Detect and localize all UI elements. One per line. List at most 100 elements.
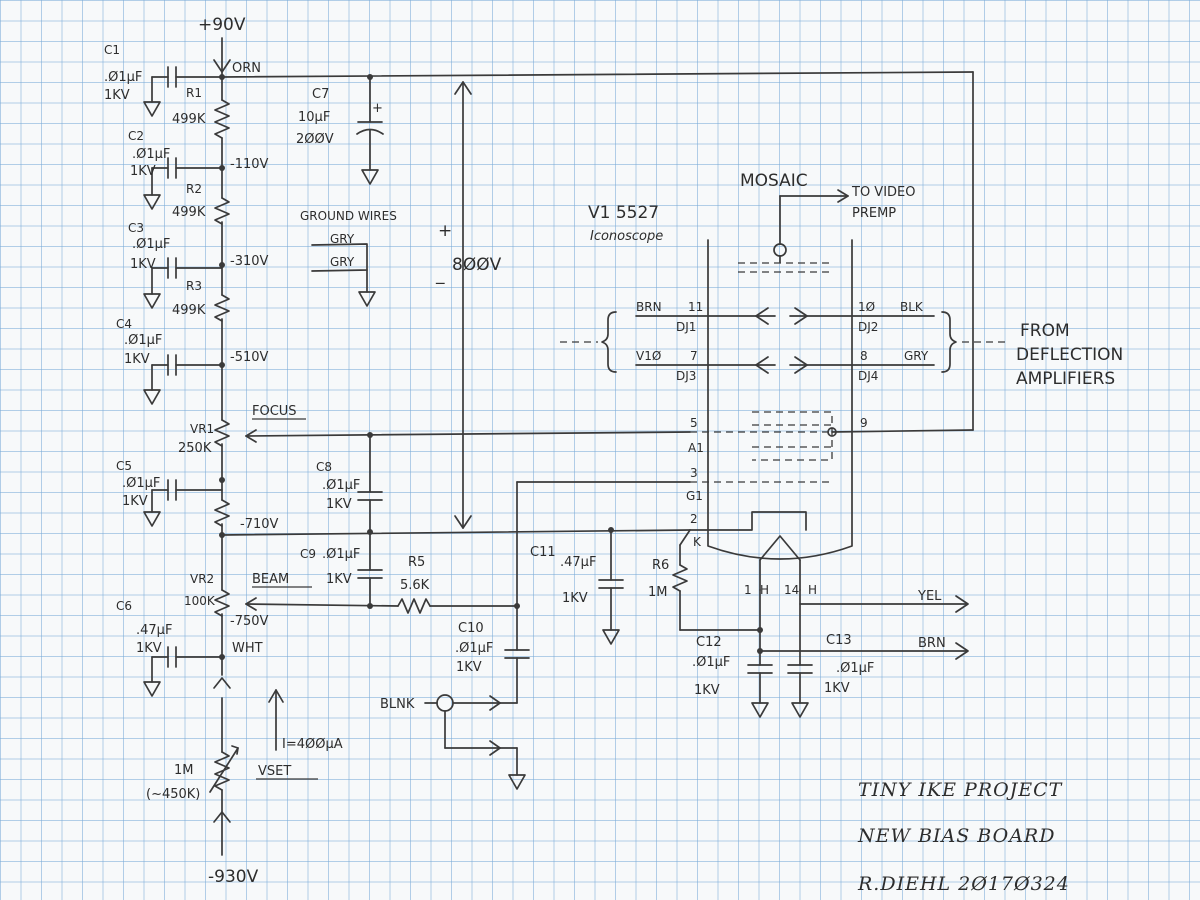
pin-dj1: DJ1: [676, 320, 696, 334]
c1-name: C1: [104, 43, 120, 57]
r2-name: R2: [186, 182, 202, 196]
c11-name: C11: [530, 545, 556, 560]
amplifiers-label: AMPLIFIERS: [1016, 369, 1115, 389]
mosaic-label: MOSAIC: [740, 171, 808, 191]
c12-name: C12: [696, 635, 722, 650]
vr2-value: 100K: [184, 594, 216, 608]
r1-name: R1: [186, 86, 202, 100]
c6-name: C6: [116, 599, 132, 613]
wht-connector: [213, 677, 231, 689]
pin-k: K: [693, 535, 702, 549]
c3-name: C3: [128, 221, 144, 235]
vset-value: 1M: [174, 763, 194, 778]
tube-type: Iconoscope: [590, 229, 663, 244]
from-label: FROM: [1020, 321, 1070, 341]
c11-value: .47µF: [560, 555, 596, 570]
vr2-name: VR2: [190, 572, 214, 586]
pin-dj3: DJ3: [676, 369, 696, 383]
ground-wires-title: GROUND WIRES: [300, 209, 397, 223]
vr2-pot: [214, 589, 230, 617]
c5-volt: 1KV: [122, 494, 148, 509]
c7-value: 10µF: [298, 110, 330, 125]
pin-11: 11: [688, 300, 703, 314]
pin-g1: G1: [686, 489, 703, 503]
orn-connector: [213, 59, 231, 73]
ground-wire-1: GRY: [330, 232, 355, 246]
pin-7: 7: [690, 349, 698, 363]
bypass-capacitors: [143, 66, 223, 697]
pin-v10: V1Ø: [636, 349, 661, 363]
c6-volt: 1KV: [136, 641, 162, 656]
pin-h2: H: [808, 583, 817, 597]
c8-value: .Ø1µF: [322, 478, 360, 493]
title-line-1: TINY IKE PROJECT: [858, 779, 1063, 801]
c4-value: .Ø1µF: [124, 333, 162, 348]
span-800v-label: 8ØØV: [452, 255, 502, 275]
pin-2: 2: [690, 512, 698, 526]
ground-wire-2: GRY: [330, 255, 355, 269]
pin-h1: H: [760, 583, 769, 597]
pin-dj4: DJ4: [858, 369, 878, 383]
c10-name: C10: [458, 621, 484, 636]
tube-name: V1 5527: [588, 203, 659, 223]
pin-9: 9: [860, 416, 868, 430]
c2-volt: 1KV: [130, 164, 156, 179]
r3-value: 499K: [172, 303, 206, 318]
focus-beam-wiring: [221, 429, 691, 704]
span-800v-arrow: [454, 81, 472, 529]
vset-label: VSET: [258, 764, 291, 779]
pin-blk: BLK: [900, 300, 924, 314]
c10-volt: 1KV: [456, 660, 482, 675]
pin-gry: GRY: [904, 349, 929, 363]
r5-name: R5: [408, 555, 425, 570]
yel-label: YEL: [917, 589, 942, 604]
deflection-braces: [560, 311, 1005, 373]
c1-value: .Ø1µF: [104, 70, 142, 85]
current-arrow: [268, 689, 284, 751]
premp-label: PREMP: [852, 206, 896, 221]
c9-value: .Ø1µF: [322, 547, 360, 562]
blank-input: [424, 694, 526, 790]
c9-volt: 1KV: [326, 572, 352, 587]
vr1-value: 250K: [178, 441, 212, 456]
title-line-3: R.DIEHL 2Ø17Ø324: [857, 873, 1070, 895]
pin-1: 1: [744, 583, 752, 597]
c7-volt: 2ØØV: [296, 132, 334, 147]
span-minus: _: [435, 265, 445, 285]
c10-value: .Ø1µF: [455, 641, 493, 656]
c8-name: C8: [316, 460, 332, 474]
c13-volt: 1KV: [824, 681, 850, 696]
c4-name: C4: [116, 317, 132, 331]
c9-name: C9: [300, 547, 316, 561]
r1-value: 499K: [172, 112, 206, 127]
r4-resistor: [214, 499, 230, 527]
ground-wires-symbol: [311, 243, 376, 307]
c12-volt: 1KV: [694, 683, 720, 698]
orn-label: ORN: [232, 61, 261, 76]
c5-value: .Ø1µF: [122, 476, 160, 491]
bottom-connector: [213, 811, 231, 823]
pin-14: 14: [784, 583, 799, 597]
tap-710v: -710V: [240, 517, 279, 532]
tap-510v: -510V: [230, 350, 269, 365]
top-rail: +: [221, 71, 974, 433]
vr1-pot: [214, 419, 230, 447]
c6-value: .47µF: [136, 623, 172, 638]
pin-8: 8: [860, 349, 868, 363]
svg-text:+: +: [372, 101, 383, 116]
c11-volt: 1KV: [562, 591, 588, 606]
iconoscope-tube: [635, 189, 935, 591]
r6-name: R6: [652, 558, 669, 573]
pin-brn: BRN: [636, 300, 662, 314]
current-label: I=4ØØµA: [282, 737, 343, 752]
brn-heater-label: BRN: [918, 636, 946, 651]
wht-label: WHT: [232, 641, 263, 656]
c3-volt: 1KV: [130, 257, 156, 272]
c12-value: .Ø1µF: [692, 655, 730, 670]
pin-a1: A1: [688, 441, 704, 455]
r1-resistor: [214, 99, 230, 139]
beam-label: BEAM: [252, 572, 289, 587]
deflection-label: DEFLECTION: [1016, 345, 1123, 365]
c3-value: .Ø1µF: [132, 237, 170, 252]
